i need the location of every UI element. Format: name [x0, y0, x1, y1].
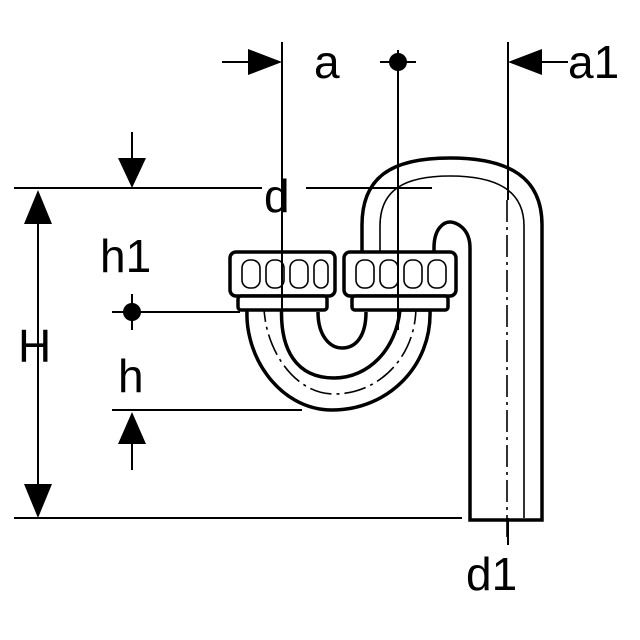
trap-bowl-inner-curve — [316, 311, 368, 350]
label-a: a — [314, 36, 340, 88]
outlet-pipe-inner — [379, 175, 525, 518]
label-H: H — [18, 320, 51, 372]
trap-bowl-centerline — [263, 299, 417, 395]
H-top-arrow — [24, 190, 52, 224]
dimension-labels: a a1 d h1 H h d1 — [18, 36, 619, 600]
label-h1: h1 — [100, 230, 151, 282]
a1-arrow — [508, 49, 542, 75]
label-d: d — [264, 170, 290, 222]
label-h: h — [118, 350, 144, 402]
dimension-lines — [14, 42, 568, 545]
H-bottom-arrow — [24, 484, 52, 518]
label-a1: a1 — [568, 36, 619, 88]
label-d1: d1 — [466, 548, 517, 600]
top-down-arrow — [118, 158, 146, 188]
h-up-arrow — [118, 412, 146, 444]
trap-bowl-outer — [245, 298, 432, 412]
right-coupling-nut — [342, 250, 458, 312]
outlet-pipe-outer — [360, 156, 544, 522]
a-arrow — [248, 49, 282, 75]
